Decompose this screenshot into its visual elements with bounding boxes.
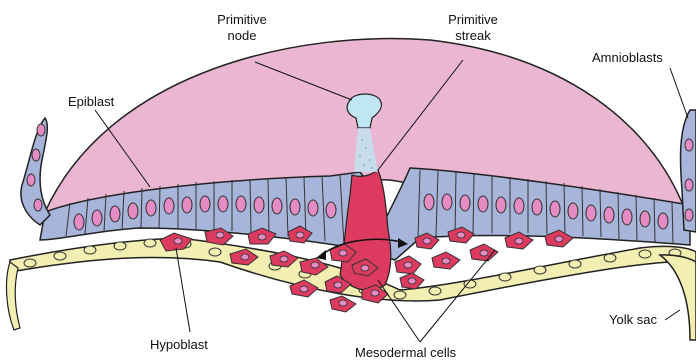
label-mesodermal-cells: Mesodermal cells [355,345,457,360]
label-primitive-node-line2: node [228,28,257,43]
hypoblast-left-extension [7,262,20,330]
label-primitive-streak-line2: streak [455,28,491,43]
label-primitive-streak-line1: Primitive [448,12,498,27]
label-hypoblast: Hypoblast [150,337,208,352]
label-epiblast: Epiblast [68,94,115,109]
yolk-sac-wall [660,255,696,340]
label-primitive-node-line1: Primitive [217,12,267,27]
label-yolk-sac: Yolk sac [609,312,657,327]
label-amnioblasts: Amnioblasts [592,50,663,65]
